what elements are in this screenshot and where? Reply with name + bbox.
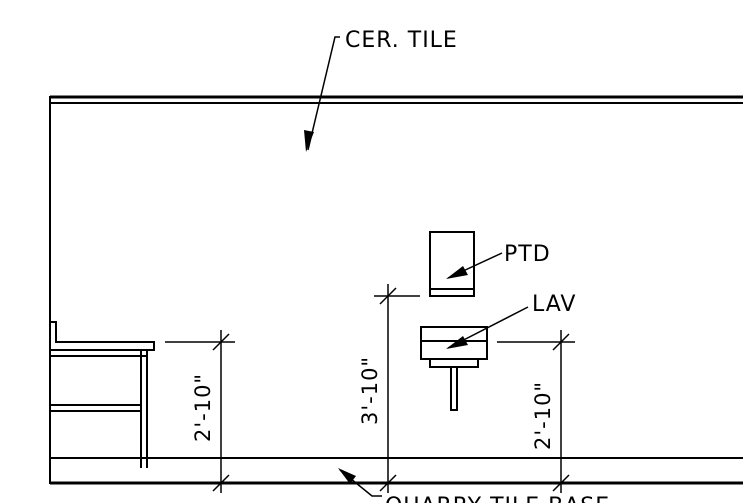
dimension-counter: 2'-10" xyxy=(165,330,235,493)
dim-tick-top xyxy=(212,333,230,351)
dim-tick-bottom xyxy=(552,474,570,492)
lavatory-sink xyxy=(420,326,488,411)
leader-line xyxy=(307,36,340,151)
label-lav: LAV xyxy=(532,292,576,317)
leader-arrowhead xyxy=(446,266,468,279)
counter-table xyxy=(49,321,155,468)
dimension-lav: 2'-10" xyxy=(497,330,575,493)
wall-outline xyxy=(49,95,743,485)
label-ptd: PTD xyxy=(504,242,551,267)
paper-towel-dispenser xyxy=(429,231,475,297)
counter-top xyxy=(49,321,155,351)
dim-tick-bottom xyxy=(212,474,230,492)
ptd-body xyxy=(429,231,475,297)
leader-ptd: PTD xyxy=(446,242,551,279)
leader-arrowhead xyxy=(338,468,356,484)
dim-ptd-height: 3'-10" xyxy=(358,356,382,425)
dim-tick-bottom xyxy=(379,474,397,492)
dimension-ptd: 3'-10" xyxy=(358,284,420,493)
leader-lav: LAV xyxy=(446,292,576,349)
leader-base: QUARRY TILE BASE xyxy=(338,468,610,503)
leader-arrowhead xyxy=(446,336,468,349)
dim-tick-top xyxy=(552,333,570,351)
dim-lav-height: 2'-10" xyxy=(531,381,555,450)
dim-counter-height: 2'-10" xyxy=(191,373,215,442)
lav-bracket xyxy=(429,358,479,368)
leader-ceramic-tile: CER. TILE xyxy=(304,28,458,152)
label-ceramic-tile: CER. TILE xyxy=(345,28,458,53)
dim-tick-top xyxy=(379,287,397,305)
leader-arrowhead xyxy=(304,130,314,152)
label-base: QUARRY TILE BASE xyxy=(385,494,610,503)
